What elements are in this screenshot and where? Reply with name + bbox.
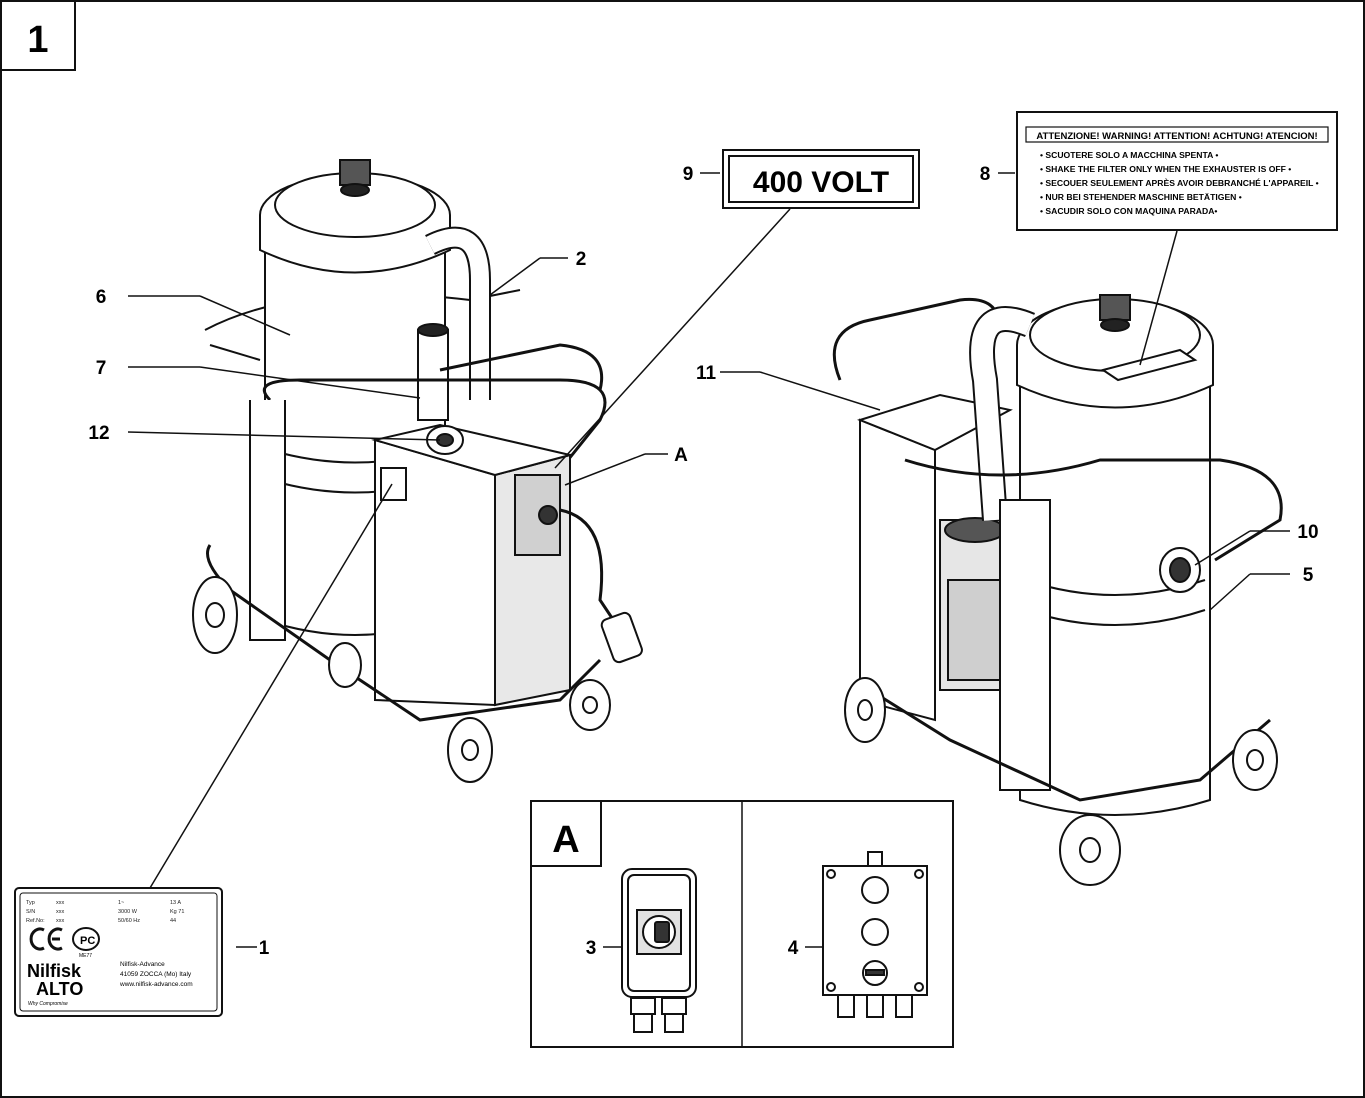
callout-9: 9 <box>683 164 694 185</box>
rating-plate-location <box>380 467 407 501</box>
vacuum-rear-view <box>832 294 1283 886</box>
leader-lines <box>127 172 1290 948</box>
main-switch-box <box>621 868 697 1033</box>
brand-name-sub: ALTO <box>36 979 83 999</box>
plate-cell: Typ <box>26 900 35 906</box>
warning-line: • SACUDIR SOLO CON MAQUINA PARADA• <box>1040 206 1217 216</box>
address-line: www.nilfisk-advance.com <box>119 981 193 988</box>
callout-10: 10 <box>1297 522 1318 543</box>
callout-6: 6 <box>96 287 107 308</box>
plate-cell: xxx <box>56 909 65 915</box>
callout-8: 8 <box>980 164 991 185</box>
callout-11: 11 <box>696 363 717 384</box>
inset-label: A <box>552 819 579 861</box>
warning-title: ATTENZIONE! WARNING! ATTENTION! ACHTUNG!… <box>1036 131 1317 142</box>
plate-cell: Ref.No: <box>26 918 45 924</box>
plate-cell: 1~ <box>118 900 124 906</box>
callout-2: 2 <box>576 249 587 270</box>
voltage-label-text: 400 VOLT <box>753 166 889 199</box>
callout-5: 5 <box>1303 565 1314 586</box>
callout-12: 12 <box>88 423 109 444</box>
warning-label-location <box>1100 348 1198 382</box>
warning-line: • SHAKE THE FILTER ONLY WHEN THE EXHAUST… <box>1040 164 1291 174</box>
callout-1: 1 <box>259 938 270 959</box>
vacuum-front-view <box>192 159 643 783</box>
plate-cell: Kg 71 <box>170 909 184 915</box>
plate-cell: xxx <box>56 918 65 924</box>
callout-4: 4 <box>788 938 799 959</box>
warning-line: • NUR BEI STEHENDER MASCHINE BETÄTIGEN • <box>1040 192 1242 202</box>
address-line: 41059 ZOCCA (Mo) Italy <box>120 971 192 978</box>
svg-text:PC: PC <box>80 935 95 947</box>
plate-cell: 13 A <box>170 900 181 906</box>
voltage-label: 400 VOLT <box>722 149 920 209</box>
callout-7: 7 <box>96 358 107 379</box>
warning-line: • SCUOTERE SOLO A MACCHINA SPENTA • <box>1040 150 1218 160</box>
warning-line: • SECOUER SEULEMENT APRÈS AVOIR DEBRANCH… <box>1040 178 1319 188</box>
rating-plate: Typ xxx 1~ 13 A S/N xxx 3000 W Kg 71 Ref… <box>14 887 223 1017</box>
callouts: 6 7 12 2 9 A 8 11 10 5 1 3 4 <box>88 164 1318 959</box>
pct-mark-icon: PC ME77 <box>72 927 100 959</box>
brand-tagline: Why Compromise <box>28 1001 68 1007</box>
address-line: Nilfisk-Advance <box>120 961 165 968</box>
figure-number: 1 <box>27 19 48 61</box>
warning-label: ATTENZIONE! WARNING! ATTENTION! ACHTUNG!… <box>1016 111 1338 231</box>
control-box <box>822 851 928 1018</box>
figure-number-box: 1 <box>1 0 76 71</box>
plate-cell: S/N <box>26 909 35 915</box>
plate-cell: 50/60 Hz <box>118 918 140 924</box>
cert-mark-code: ME77 <box>79 953 92 959</box>
brand-name: Nilfisk <box>27 961 82 981</box>
ce-mark-icon <box>29 927 63 951</box>
callout-a: A <box>674 445 688 466</box>
callout-3: 3 <box>586 938 597 959</box>
inset-a: A <box>530 800 954 1048</box>
plate-cell: xxx <box>56 900 65 906</box>
plate-cell: 3000 W <box>118 909 138 915</box>
plate-cell: 44 <box>170 918 176 924</box>
